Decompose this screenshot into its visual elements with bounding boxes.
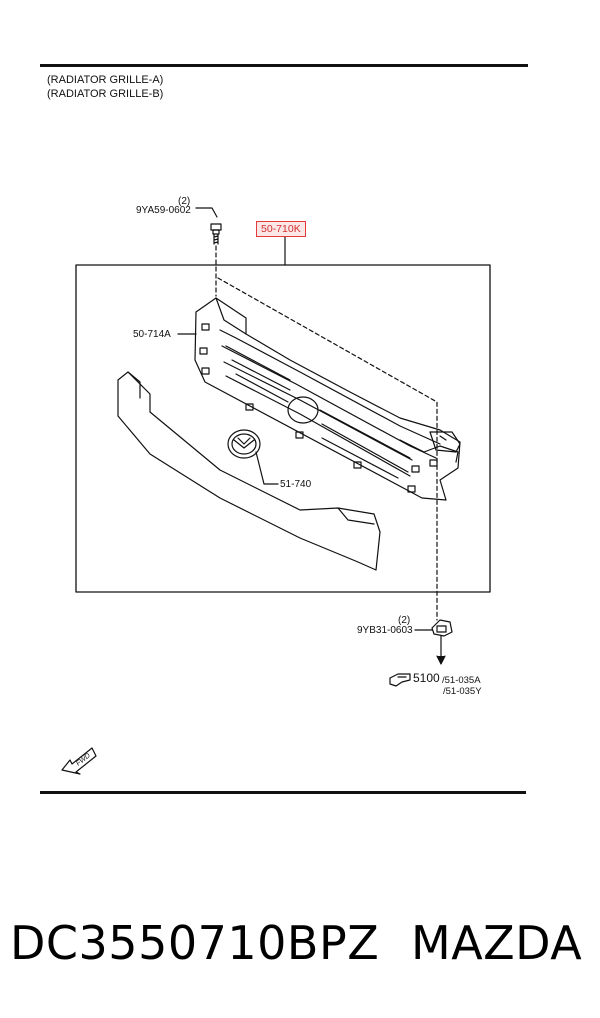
header-grille-a: (RADIATOR GRILLE-A) <box>47 74 164 86</box>
highlighted-part-label[interactable]: 50-710K <box>256 221 306 237</box>
ref-b-label: /51-035Y <box>443 686 482 697</box>
top-rule <box>40 64 528 67</box>
bolt-dashed-path-2 <box>217 277 438 621</box>
hand-pointer-icon <box>389 673 411 687</box>
emblem-part-label: 51-740 <box>280 479 312 490</box>
fwd-arrow-icon <box>61 747 97 775</box>
bolt-part-label: 9YA59-0602 <box>136 205 191 216</box>
bolt-qty-label: (2) <box>178 196 191 207</box>
clip-icon <box>431 619 453 637</box>
grille-part-label: 50-714A <box>133 329 171 340</box>
lower-molding <box>117 371 381 571</box>
header-grille-b: (RADIATOR GRILLE-B) <box>47 88 164 100</box>
emblem-leader <box>255 451 279 485</box>
clip-qty-label: (2) <box>398 615 411 626</box>
grille-body <box>194 297 461 501</box>
grille-oval-emblem <box>287 396 319 424</box>
ref-main-label: 5100 <box>413 671 440 685</box>
clip-part-label: 9YB31-0603 <box>357 625 413 636</box>
assembly-frame <box>75 264 491 593</box>
clip-arrow-head <box>436 655 446 665</box>
mazda-emblem-icon <box>227 429 261 459</box>
ref-a-label: /51-035A <box>442 675 481 686</box>
footer-part-number: DC3550710BPZ <box>10 916 380 970</box>
bottom-rule <box>40 791 526 794</box>
bolt-icon <box>195 207 222 245</box>
footer-brand: MAZDA <box>411 916 583 970</box>
